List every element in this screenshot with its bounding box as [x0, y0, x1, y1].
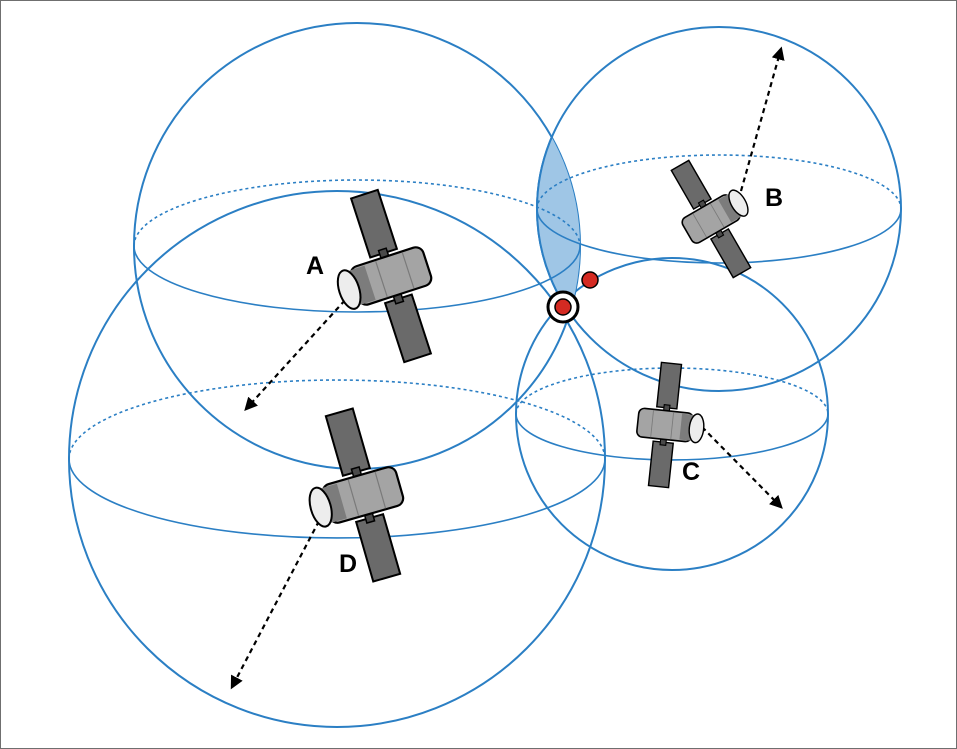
sphere-a-equator-front	[133, 245, 581, 313]
sphere-a-outline	[133, 22, 581, 470]
sphere-b-equator-front	[536, 208, 902, 264]
satellite-d-label: D	[339, 550, 357, 578]
satellite-a-label: A	[306, 252, 324, 280]
sphere-d-equator-front	[68, 458, 606, 539]
sphere-b-equator-back	[536, 154, 902, 210]
range-line-a	[244, 286, 358, 411]
receiver-position-dot	[554, 298, 572, 316]
satellite-c-label: C	[682, 458, 700, 486]
range-line-b	[739, 46, 785, 192]
sphere-d-outline	[68, 190, 606, 728]
range-line-c	[701, 426, 783, 509]
sphere-d-equator-back	[68, 379, 606, 460]
satellite-a-icon	[311, 181, 455, 376]
receiver-position-marker	[546, 290, 580, 324]
ambiguous-position-marker	[581, 271, 599, 289]
satellite-b-label: B	[765, 184, 783, 212]
sphere-a-equator-back	[133, 179, 581, 247]
range-line-d	[230, 520, 320, 690]
